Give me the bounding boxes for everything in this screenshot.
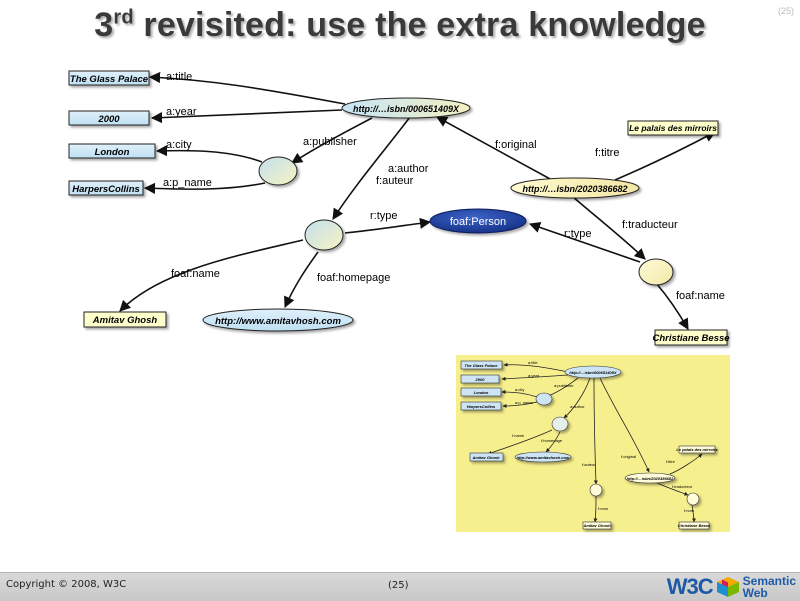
edge-f-original xyxy=(436,116,553,181)
edge-label-a-pname: a:p_name xyxy=(163,177,212,189)
thumbnail-original-graph: The Glass Palace 2000 London HarpersColl… xyxy=(456,355,730,532)
person-class-node xyxy=(429,208,527,234)
uri-book-fr xyxy=(510,177,640,199)
svg-text:Amitav Ghosh: Amitav Ghosh xyxy=(582,523,611,528)
edge-foaf-name-2 xyxy=(655,282,689,330)
literal-titre xyxy=(627,120,719,136)
edge-label-f-traducteur: f:traducteur xyxy=(622,219,678,231)
svg-text:London: London xyxy=(474,390,489,395)
svg-text:f:auteur: f:auteur xyxy=(582,462,596,467)
svg-text:HarpersCollins: HarpersCollins xyxy=(467,404,496,409)
w3c-semantic-web-logo[interactable]: W3C Semantic Web xyxy=(667,574,796,600)
edge-a-city xyxy=(155,145,263,163)
edge-label-foaf-homepage: foaf:homepage xyxy=(317,272,390,284)
uri-homepage-text: http://www.amitavhosh.com xyxy=(215,316,341,327)
literal-pname xyxy=(68,180,144,196)
edge-foaf-homepage xyxy=(284,251,319,309)
uri-book-fr-text: http://…isbn/2020386682 xyxy=(522,184,627,194)
literal-city xyxy=(68,143,156,159)
thumbnail-background xyxy=(456,355,730,532)
edge-f-titre xyxy=(614,131,716,181)
edge-a-year xyxy=(150,109,343,124)
svg-text:f:name: f:name xyxy=(512,433,525,438)
svg-text:a:city: a:city xyxy=(515,387,524,392)
svg-text:f:nom: f:nom xyxy=(598,506,609,511)
edge-label-a-author: a:author xyxy=(388,163,429,175)
svg-text:f:nom: f:nom xyxy=(684,508,695,513)
literal-author-name xyxy=(83,311,167,328)
svg-text:Christiane Besse: Christiane Besse xyxy=(678,523,711,528)
edge-label-a-title: a:title xyxy=(166,71,192,83)
literal-pname-text: HarpersCollins xyxy=(72,184,140,195)
literal-year xyxy=(68,110,150,126)
svg-text:f:original: f:original xyxy=(621,454,636,459)
edge-label-r-type-1: r:type xyxy=(370,210,398,222)
svg-text:Le palais des mirroirs: Le palais des mirroirs xyxy=(676,447,718,452)
edge-foaf-name-1 xyxy=(119,239,304,312)
literal-title-text: The Glass Palace xyxy=(70,74,149,85)
edge-label-f-auteur: f:auteur xyxy=(376,175,414,187)
literal-titre-text: Le palais des mirroirs xyxy=(629,123,717,133)
blank-node-translator xyxy=(638,258,674,286)
svg-text:a:title: a:title xyxy=(528,360,538,365)
literal-city-text: London xyxy=(95,147,130,158)
edge-label-a-city: a:city xyxy=(166,139,192,151)
svg-text:a:p_name: a:p_name xyxy=(515,400,534,405)
semantic-web-cube-icon xyxy=(716,577,739,597)
blank-node-author xyxy=(304,219,344,251)
svg-text:f:traducteur: f:traducteur xyxy=(672,484,693,489)
svg-text:The Glass Palace: The Glass Palace xyxy=(465,363,499,368)
edge-label-f-original: f:original xyxy=(495,139,537,151)
svg-text:a:year: a:year xyxy=(528,373,540,378)
edge-label-foaf-name-1: foaf:name xyxy=(171,268,220,280)
uri-book-en xyxy=(341,97,471,119)
svg-text:http://…isbn/000651409X: http://…isbn/000651409X xyxy=(569,370,616,375)
edge-a-title xyxy=(148,71,346,105)
literal-translator-name-text: Christiane Besse xyxy=(652,333,730,344)
edge-label-f-titre: f:titre xyxy=(595,147,619,159)
svg-text:2000: 2000 xyxy=(475,377,486,382)
svg-text:a:author: a:author xyxy=(570,404,585,409)
person-class-text: foaf:Person xyxy=(450,216,506,228)
edge-label-foaf-name-2: foaf:name xyxy=(676,290,725,302)
edge-a-author xyxy=(332,116,411,220)
w3c-logo-text: W3C xyxy=(666,574,714,599)
rdf-graph-diagram: a:title a:year a:publisher a:city a:p_na… xyxy=(68,70,730,532)
edge-a-pname xyxy=(143,182,266,194)
uri-homepage xyxy=(202,308,354,332)
edge-r-type-1 xyxy=(344,217,432,234)
page-number: (25) xyxy=(388,580,409,591)
uri-book-en-text: http://…isbn/000651409X xyxy=(353,104,460,114)
svg-text:f:homepage: f:homepage xyxy=(541,438,563,443)
edge-label-r-type-2: r:type xyxy=(564,228,592,240)
literal-year-text: 2000 xyxy=(97,114,120,125)
literal-author-name-text: Amitav Ghosh xyxy=(92,315,158,326)
svg-text:f:titre: f:titre xyxy=(666,459,676,464)
svg-text:Amitav Ghosh: Amitav Ghosh xyxy=(471,455,500,460)
semantic-web-text: Semantic Web xyxy=(742,574,796,600)
edge-label-a-publisher: a:publisher xyxy=(303,136,357,148)
svg-text:http://…isbn/2020386682: http://…isbn/2020386682 xyxy=(627,476,674,481)
edge-a-publisher xyxy=(291,117,373,164)
literal-translator-name xyxy=(654,329,728,346)
copyright-text: Copyright © 2008, W3C xyxy=(6,579,127,590)
edge-r-type-2 xyxy=(528,222,641,263)
edge-f-traducteur xyxy=(572,196,646,260)
page-number-top: (25) xyxy=(777,6,794,16)
slide-title: 3rd revisited: use the extra knowledge xyxy=(94,6,706,44)
svg-text:a:publisher: a:publisher xyxy=(554,383,574,388)
svg-text:http://www.amitavhosh.com: http://www.amitavhosh.com xyxy=(517,455,570,460)
literal-title xyxy=(68,70,150,86)
edge-label-a-year: a:year xyxy=(166,106,197,118)
footer-bar: Copyright © 2008, W3C (25) W3C Semantic … xyxy=(0,572,800,601)
blank-node-publisher xyxy=(258,156,298,186)
